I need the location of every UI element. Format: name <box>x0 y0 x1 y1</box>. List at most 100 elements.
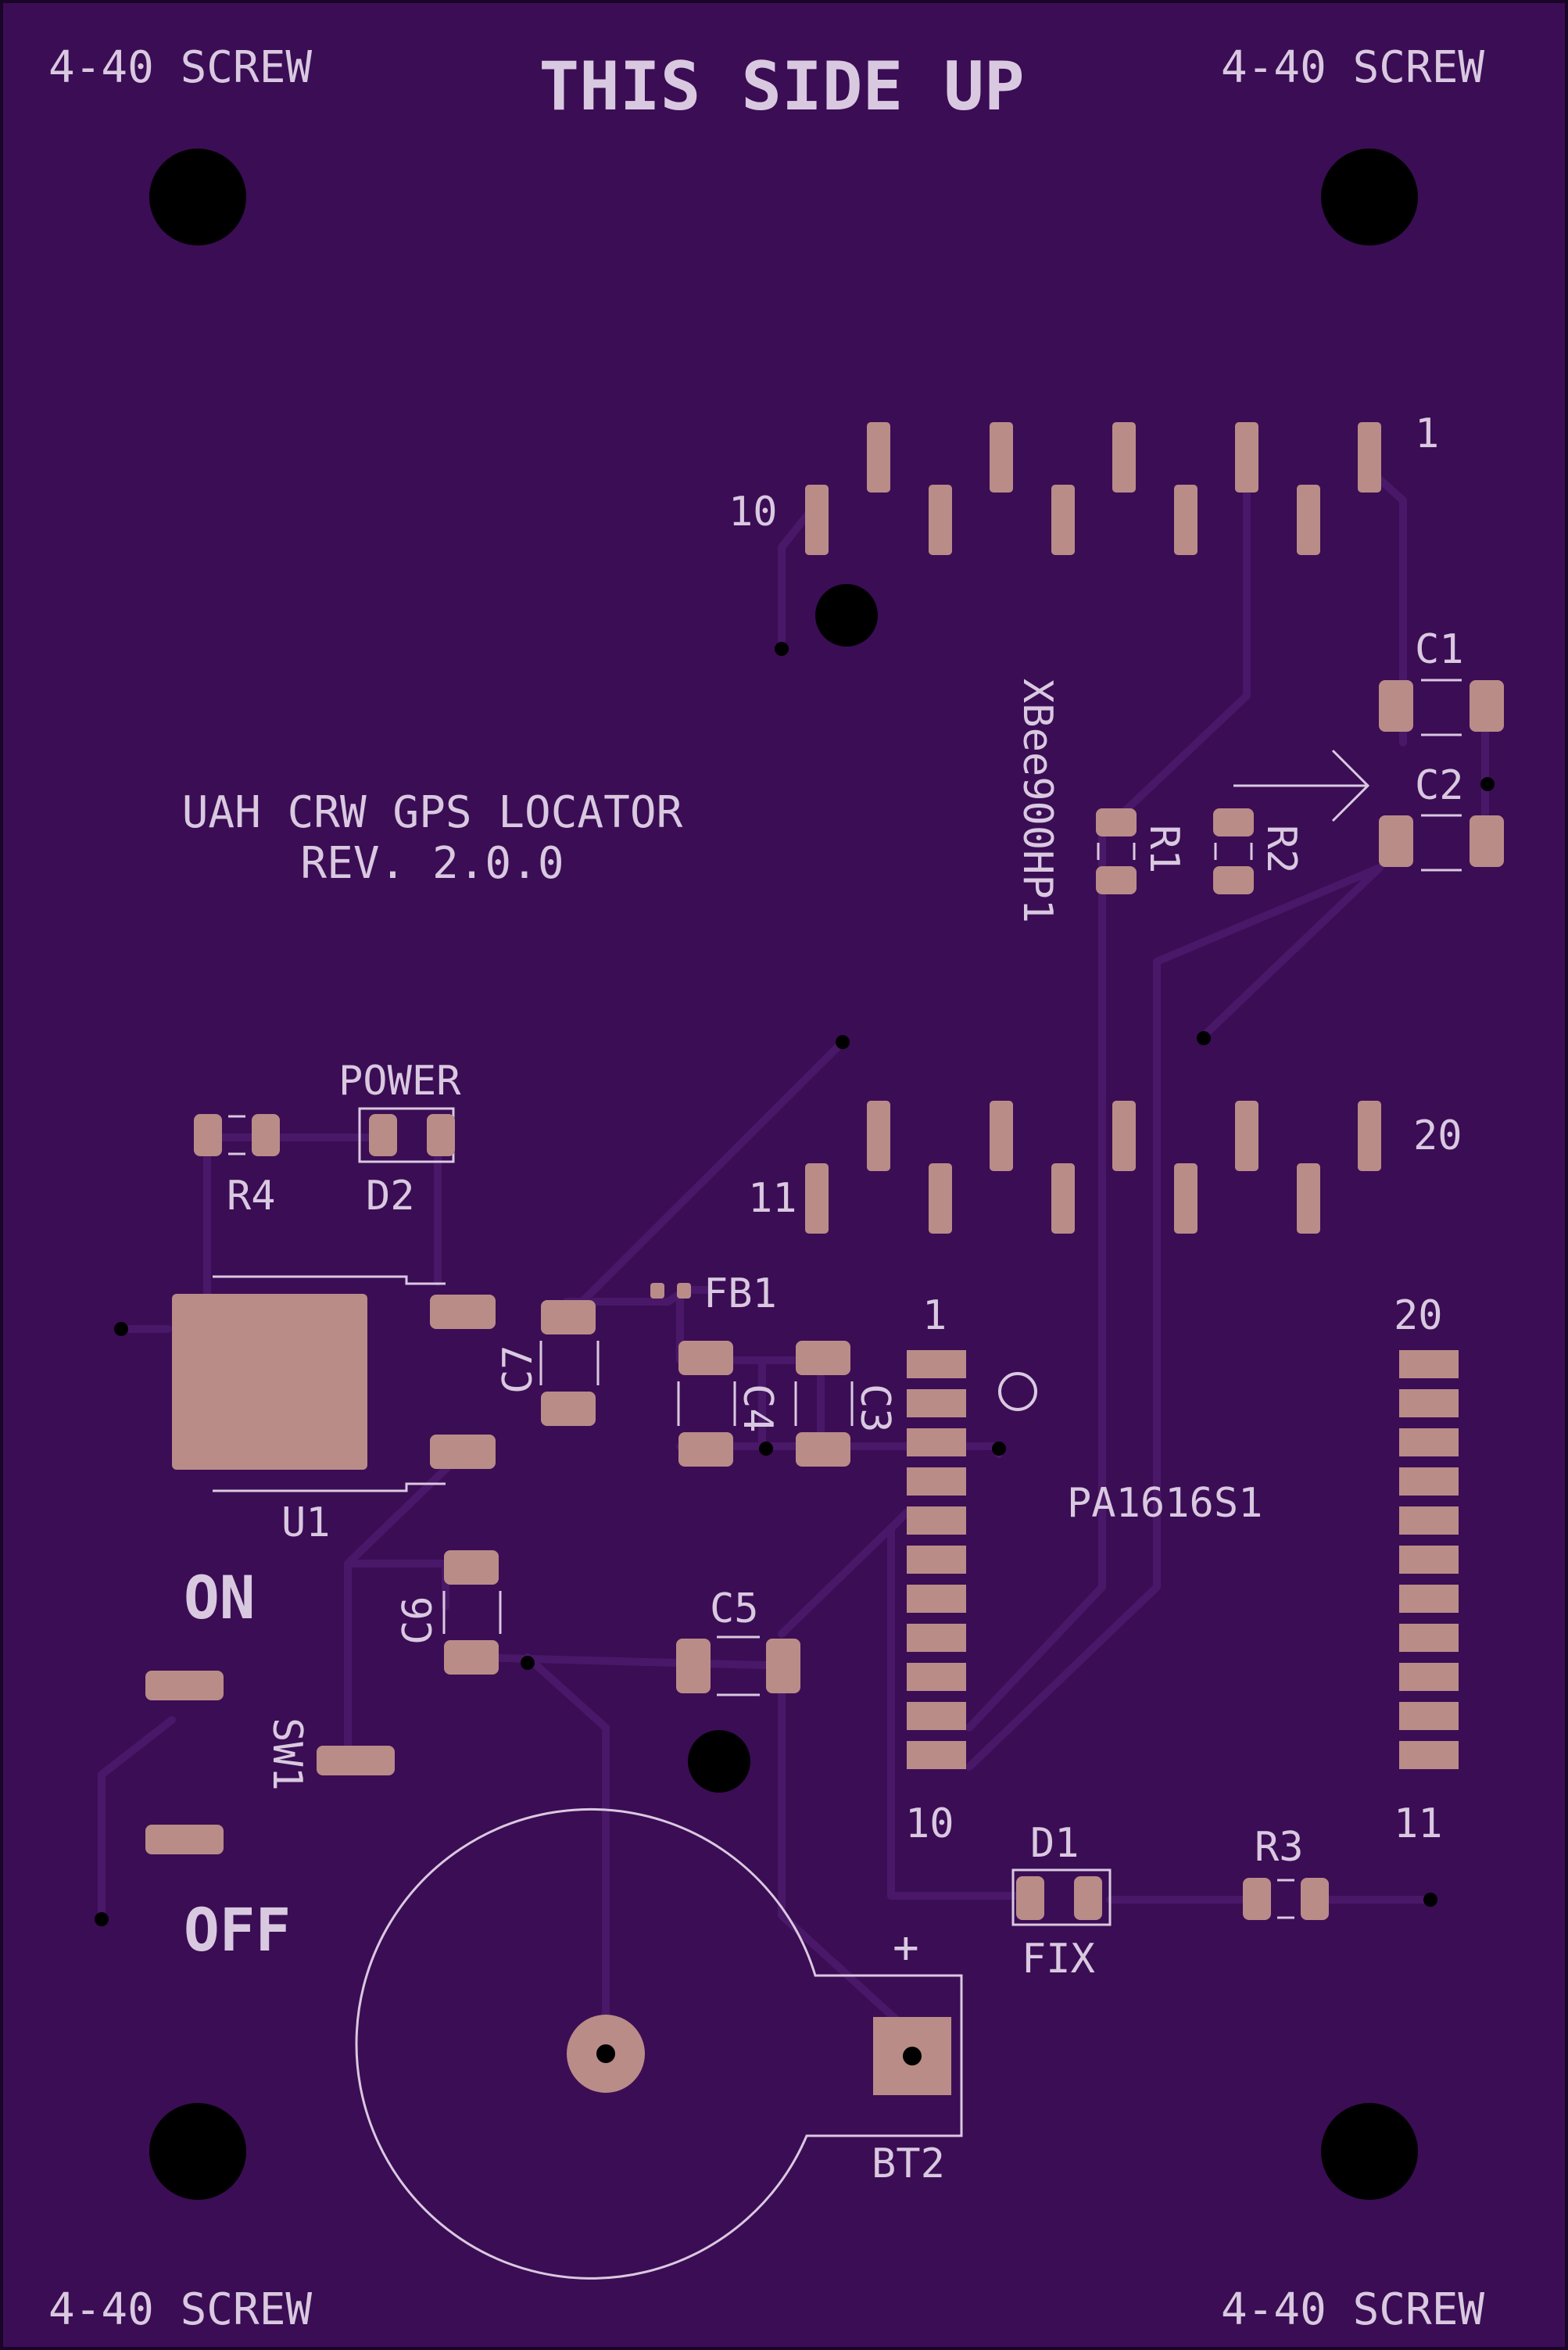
pad <box>194 1114 222 1156</box>
pad <box>650 1283 664 1299</box>
pad <box>1213 808 1254 836</box>
c4-label: C4 <box>734 1384 781 1433</box>
pad <box>1399 1467 1459 1496</box>
c5-label: C5 <box>710 1585 759 1632</box>
pin1-marker <box>998 1372 1037 1411</box>
fb1-label: FB1 <box>703 1270 777 1317</box>
pad <box>678 1432 733 1467</box>
xbee-header <box>805 422 1381 1234</box>
pad <box>1399 1702 1459 1730</box>
gps-pin-1-label: 1 <box>922 1292 947 1339</box>
gps-pin-10-label: 10 <box>905 1800 954 1847</box>
c3-label: C3 <box>851 1384 898 1433</box>
pad <box>907 1506 966 1535</box>
pad <box>796 1432 850 1467</box>
power-label: POWER <box>338 1058 461 1105</box>
bt2-label: BT2 <box>872 2140 945 2187</box>
battery-bt2 <box>355 1807 963 2280</box>
via <box>992 1442 1006 1456</box>
via <box>114 1322 128 1336</box>
pad <box>907 1702 966 1730</box>
r3-label: R3 <box>1255 1824 1304 1871</box>
pad <box>427 1114 455 1156</box>
switch-on-label: ON <box>184 1563 256 1632</box>
pad <box>1358 1101 1381 1171</box>
pad <box>929 485 952 555</box>
pad <box>907 1585 966 1613</box>
pad <box>541 1300 596 1334</box>
gps-module-pads <box>907 1350 1459 1769</box>
silk-outline <box>1011 1868 1112 1926</box>
pad <box>444 1550 499 1585</box>
pad <box>1096 808 1137 836</box>
pad <box>805 1163 829 1234</box>
via <box>1480 777 1495 791</box>
u1-label: U1 <box>281 1499 331 1546</box>
mounting-holes <box>149 149 1418 2200</box>
gps-name: PA1616S1 <box>1067 1480 1262 1527</box>
pad <box>1174 485 1197 555</box>
pad <box>145 1825 224 1854</box>
pad <box>929 1163 952 1234</box>
switch-off-label: OFF <box>184 1895 291 1965</box>
pad <box>1470 680 1504 732</box>
via <box>521 1656 535 1670</box>
pad <box>1358 422 1381 493</box>
pad <box>1112 422 1136 493</box>
via <box>1423 1893 1437 1907</box>
pad <box>1399 1663 1459 1691</box>
pad <box>907 1389 966 1417</box>
pad-hole <box>903 2047 922 2065</box>
passive-components <box>194 679 1504 1926</box>
pad <box>1235 422 1258 493</box>
pad <box>907 1624 966 1652</box>
pad-hole <box>596 2044 615 2063</box>
gps-pin-11-label: 11 <box>1394 1800 1443 1847</box>
pad <box>1243 1878 1271 1920</box>
via <box>1197 1031 1211 1045</box>
silkscreen-text: THIS SIDE UP 4-40 SCREW 4-40 SCREW 4-40 … <box>48 42 1484 2335</box>
regulator-u1 <box>172 1275 496 1492</box>
via <box>95 1912 109 1926</box>
pad <box>541 1392 596 1426</box>
switch-sw1 <box>145 1671 395 1854</box>
pad <box>444 1640 499 1675</box>
via <box>775 642 789 656</box>
vias <box>95 642 1495 1926</box>
pad <box>867 1101 890 1171</box>
r4-label: R4 <box>227 1173 276 1220</box>
mounting-hole-top-left <box>149 149 246 245</box>
c1-label: C1 <box>1415 626 1464 673</box>
pad <box>867 422 890 493</box>
pad <box>1301 1878 1329 1920</box>
r2-label: R2 <box>1258 825 1305 874</box>
pad <box>907 1428 966 1456</box>
battery-plus-label: + <box>893 1922 919 1973</box>
project-name: UAH CRW GPS LOCATOR <box>182 787 683 838</box>
pad <box>1470 815 1504 867</box>
pad <box>676 1639 711 1693</box>
board-title: THIS SIDE UP <box>539 48 1024 126</box>
pad <box>430 1295 496 1329</box>
pad <box>369 1114 397 1156</box>
pad <box>677 1283 691 1299</box>
pad <box>1399 1506 1459 1535</box>
pad <box>990 422 1013 493</box>
pad <box>1399 1624 1459 1652</box>
sw1-label: SW1 <box>263 1718 310 1791</box>
pad <box>678 1341 733 1375</box>
pad <box>317 1746 395 1775</box>
pad <box>907 1663 966 1691</box>
pad <box>907 1467 966 1496</box>
pad <box>1297 1163 1320 1234</box>
screw-label-top-left: 4-40 SCREW <box>48 42 312 93</box>
pad <box>145 1671 224 1700</box>
pad <box>1051 485 1075 555</box>
pad <box>1379 680 1413 732</box>
screw-label-bottom-right: 4-40 SCREW <box>1221 2284 1484 2335</box>
d1-label: D1 <box>1030 1820 1079 1867</box>
c7-label: C7 <box>495 1345 542 1394</box>
pad <box>1399 1350 1459 1378</box>
mounting-hole-bottom-left <box>149 2103 246 2200</box>
